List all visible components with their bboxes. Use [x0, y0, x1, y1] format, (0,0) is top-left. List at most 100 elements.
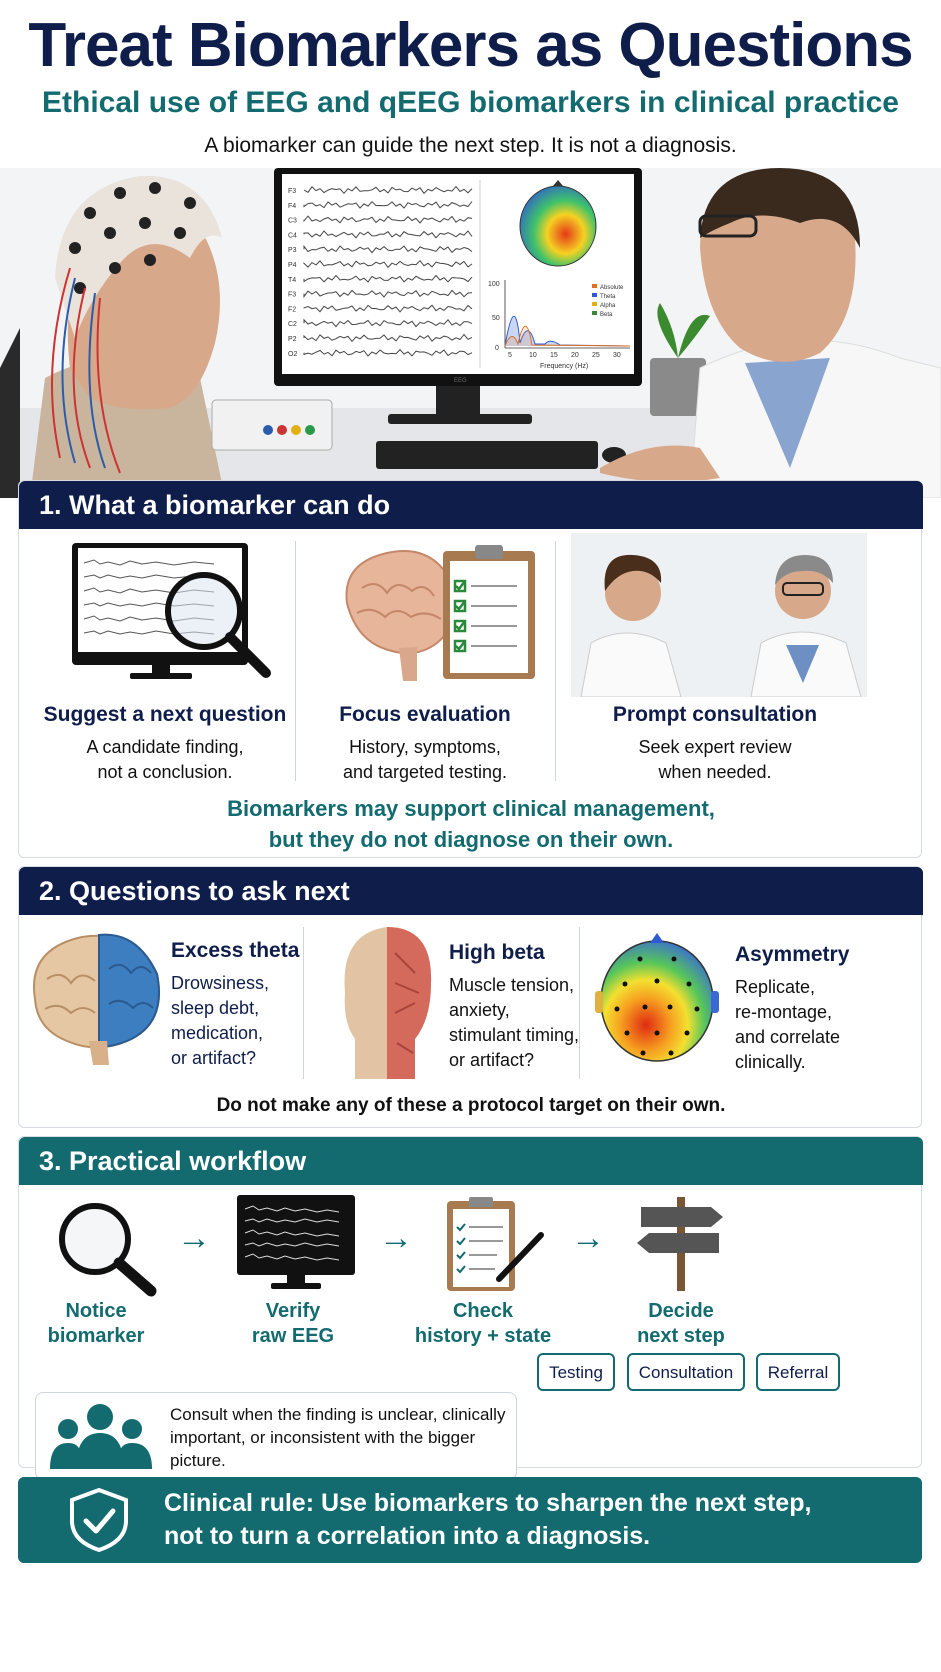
- question-line: Muscle tension,: [449, 975, 575, 995]
- patient-figure: [0, 175, 225, 498]
- rule-line-1: Clinical rule: Use biomarkers to sharpen…: [164, 1489, 812, 1517]
- column-line-2: when needed.: [658, 762, 772, 782]
- eeg-channel-label: C3: [288, 218, 297, 225]
- column-line-2: not a conclusion.: [97, 762, 233, 782]
- section2-heading: 2. Questions to ask next: [19, 867, 923, 915]
- legend-label: Theta: [600, 294, 616, 300]
- clinical-rule-banner: Clinical rule: Use biomarkers to sharpen…: [18, 1477, 922, 1563]
- signpost-icon: [637, 1197, 723, 1291]
- column-text: Seek expert review when needed.: [565, 735, 865, 785]
- page-title: Treat Biomarkers as Questions: [28, 11, 913, 80]
- step-check-history: Check history + state: [397, 1299, 569, 1349]
- eeg-channel-label: F4: [288, 203, 296, 210]
- legend-swatch: [592, 284, 597, 288]
- arrow-icon: →: [177, 1219, 211, 1257]
- step-line-1: Verify: [265, 1300, 321, 1322]
- question-line: re-montage,: [735, 1002, 833, 1022]
- question-line: sleep debt,: [171, 998, 260, 1018]
- magnifier-icon: [59, 1203, 157, 1297]
- eeg-trace: [303, 304, 473, 313]
- section-questions-to-ask: 2. Questions to ask next Excess theta Dr…: [18, 866, 923, 1128]
- page-tagline: A biomarker can guide the next step. It …: [204, 134, 737, 157]
- step-line-2: next step: [637, 1325, 725, 1347]
- question-text-asymmetry: Replicate, re-montage, and correlate cli…: [735, 975, 840, 1075]
- question-line: medication,: [171, 1023, 264, 1043]
- legend-label: Absolute: [600, 285, 624, 291]
- chart-ytick-100: 100: [488, 281, 500, 288]
- step-line-1: Check: [452, 1300, 514, 1322]
- eeg-trace: [303, 230, 473, 239]
- shield-check-icon: [70, 1487, 128, 1553]
- column-line-1: History, symptoms,: [349, 737, 501, 757]
- doctor-consultation-illustration: [571, 533, 867, 697]
- step-notice-biomarker: Notice biomarker: [23, 1299, 169, 1349]
- column-line-1: A candidate finding,: [86, 737, 244, 757]
- chart-xtick: 20: [571, 352, 579, 359]
- chart-xtick: 30: [613, 352, 621, 359]
- step-decide-next: Decide next step: [611, 1299, 751, 1349]
- monitor-brand: EEG: [454, 378, 467, 384]
- eeg-trace: [303, 289, 473, 299]
- clinical-rule-text: Clinical rule: Use biomarkers to sharpen…: [164, 1487, 904, 1553]
- eeg-amplifier: [211, 399, 333, 451]
- arrow-icon: →: [379, 1219, 413, 1257]
- consult-text: Consult when the finding is unclear, cli…: [170, 1405, 506, 1470]
- eeg-trace: [303, 348, 473, 357]
- question-line: or artifact?: [171, 1048, 257, 1068]
- keyboard: [376, 441, 598, 469]
- option-referral[interactable]: Referral: [756, 1353, 840, 1391]
- eeg-trace: [303, 200, 473, 209]
- chart-xtick: 5: [508, 352, 512, 359]
- eeg-channel-label: P4: [288, 262, 297, 269]
- summary-line-1: Biomarkers may support clinical manageme…: [227, 796, 715, 821]
- column-text: History, symptoms, and targeted testing.: [295, 735, 555, 785]
- eeg-channel-label: O2: [288, 351, 297, 358]
- section3-heading: 3. Practical workflow: [19, 1137, 923, 1185]
- column-title: Suggest a next question: [43, 703, 287, 726]
- column-title: Focus evaluation: [339, 703, 511, 726]
- monitor-magnifier-illustration: [72, 543, 271, 679]
- option-testing[interactable]: Testing: [537, 1353, 615, 1391]
- step-verify-raw-eeg: Verify raw EEG: [219, 1299, 367, 1349]
- question-line: or artifact?: [449, 1050, 535, 1070]
- chart-xtick: 25: [592, 352, 600, 359]
- section1-heading: 1. What a biomarker can do: [19, 481, 923, 529]
- chart-xtick: 10: [529, 352, 537, 359]
- question-title-high-beta: High beta: [449, 941, 545, 964]
- step-line-2: history + state: [414, 1325, 552, 1347]
- question-line: anxiety,: [449, 1000, 510, 1020]
- checklist-pen-icon: [447, 1197, 544, 1291]
- eeg-trace: [303, 274, 473, 283]
- eeg-channel-label: F3: [288, 188, 296, 195]
- page-subtitle: Ethical use of EEG and qEEG biomarkers i…: [42, 86, 899, 119]
- eeg-channel-label: P3: [288, 247, 297, 254]
- eeg-trace: [303, 259, 473, 269]
- legend-swatch: [592, 311, 597, 315]
- question-title-asymmetry: Asymmetry: [735, 943, 850, 966]
- eeg-channel-label: C4: [288, 232, 297, 239]
- chart-xlabel: Frequency (Hz): [540, 363, 588, 370]
- asymmetry-topomap-icon: [595, 933, 719, 1062]
- brain-clipboard-illustration: [345, 545, 535, 681]
- question-line: stimulant timing,: [449, 1025, 580, 1045]
- summary-line-2: but they do not diagnose on their own.: [268, 827, 674, 852]
- head-muscle-icon: [344, 927, 432, 1079]
- plant: [650, 303, 710, 416]
- chart-xtick: 15: [550, 352, 558, 359]
- column-title: Prompt consultation: [612, 703, 818, 726]
- question-title-excess-theta: Excess theta: [171, 939, 300, 962]
- people-group-icon: [50, 1404, 152, 1469]
- eeg-trace: [303, 333, 473, 343]
- legend-label: Beta: [600, 312, 613, 318]
- option-consultation[interactable]: Consultation: [627, 1353, 745, 1391]
- step-line-1: Notice: [65, 1300, 127, 1322]
- column-prompt-consultation: Prompt consultation Seek expert review w…: [565, 703, 865, 785]
- chart-ytick-0: 0: [495, 345, 499, 352]
- consult-note: Consult when the finding is unclear, cli…: [35, 1392, 517, 1480]
- clinician-figure: [600, 168, 941, 498]
- eeg-trace: [303, 215, 473, 224]
